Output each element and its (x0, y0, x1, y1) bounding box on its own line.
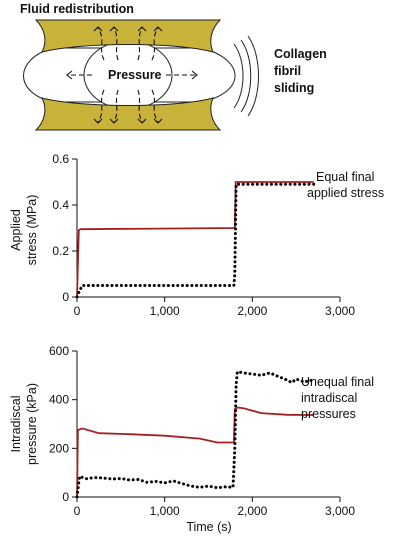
x-tick-label: 0 (74, 504, 81, 518)
chart2-annotation-line2: intradiscal (301, 391, 357, 405)
chart1-ticks: 0 0.2 0.4 0.6 0 1,000 2,000 3,000 (52, 152, 355, 318)
disc-diagram: Fluid redistribution (20, 2, 327, 131)
x-tick-label: 2,000 (237, 504, 267, 518)
chart2-ylabel-line1: Intradiscal (9, 396, 23, 453)
solid-series-line (76, 181, 314, 298)
chart2-annotation-line3: pressures (301, 407, 356, 421)
side-label-line2: fibril (274, 64, 301, 78)
dotted-series-line (75, 369, 316, 499)
intradiscal-pressure-chart: 0 200 400 600 0 1,000 2,000 3,000 Intradiscal p… (9, 344, 374, 534)
side-label-line3: sliding (274, 81, 314, 95)
applied-stress-chart: 0 0.2 0.4 0.6 0 1,000 2,000 3,000 Applied stres… (9, 152, 384, 318)
solid-series-line (76, 406, 314, 498)
y-tick-label: 400 (49, 393, 69, 407)
x-tick-label: 3,000 (325, 504, 355, 518)
y-tick-label: 0.6 (52, 152, 69, 166)
x-tick-label: 1,000 (150, 304, 180, 318)
chart1-ylabel-line1: Applied (9, 209, 23, 251)
x-tick-label: 3,000 (325, 304, 355, 318)
chart1-annotation-line1: Equal final (316, 170, 374, 184)
y-tick-label: 0 (62, 290, 69, 304)
x-tick-label: 1,000 (150, 504, 180, 518)
chart2-axes (76, 351, 340, 498)
chart1-annotation-line2: applied stress (307, 186, 384, 200)
y-tick-label: 0.2 (52, 244, 69, 258)
x-tick-label: 0 (74, 304, 81, 318)
y-tick-label: 600 (49, 344, 69, 358)
chart2-ylabel-line2: pressure (kPa) (25, 383, 39, 465)
y-tick-label: 200 (49, 441, 69, 455)
chart2-annotation-line1: Unequal final (301, 375, 374, 389)
chart2-ticks: 0 200 400 600 0 1,000 2,000 3,000 (49, 344, 355, 518)
flow-arrowheads (66, 26, 198, 124)
chart1-series (75, 181, 316, 299)
y-tick-label: 0 (62, 490, 69, 504)
chart2-xlabel: Time (s) (186, 520, 231, 534)
diagram-header: Fluid redistribution (20, 2, 134, 16)
chart1-ylabel-line2: stress (MPa) (25, 195, 39, 266)
chart2-series (75, 369, 316, 499)
x-tick-label: 2,000 (237, 304, 267, 318)
side-label-line1: Collagen (274, 47, 327, 61)
dotted-series-line (75, 182, 316, 299)
sliding-arcs (233, 35, 259, 117)
lower-endplate (34, 97, 222, 131)
y-tick-label: 0.4 (52, 198, 69, 212)
flow-arrows (68, 27, 196, 123)
pressure-label: Pressure (108, 68, 162, 82)
upper-endplate (34, 19, 222, 53)
